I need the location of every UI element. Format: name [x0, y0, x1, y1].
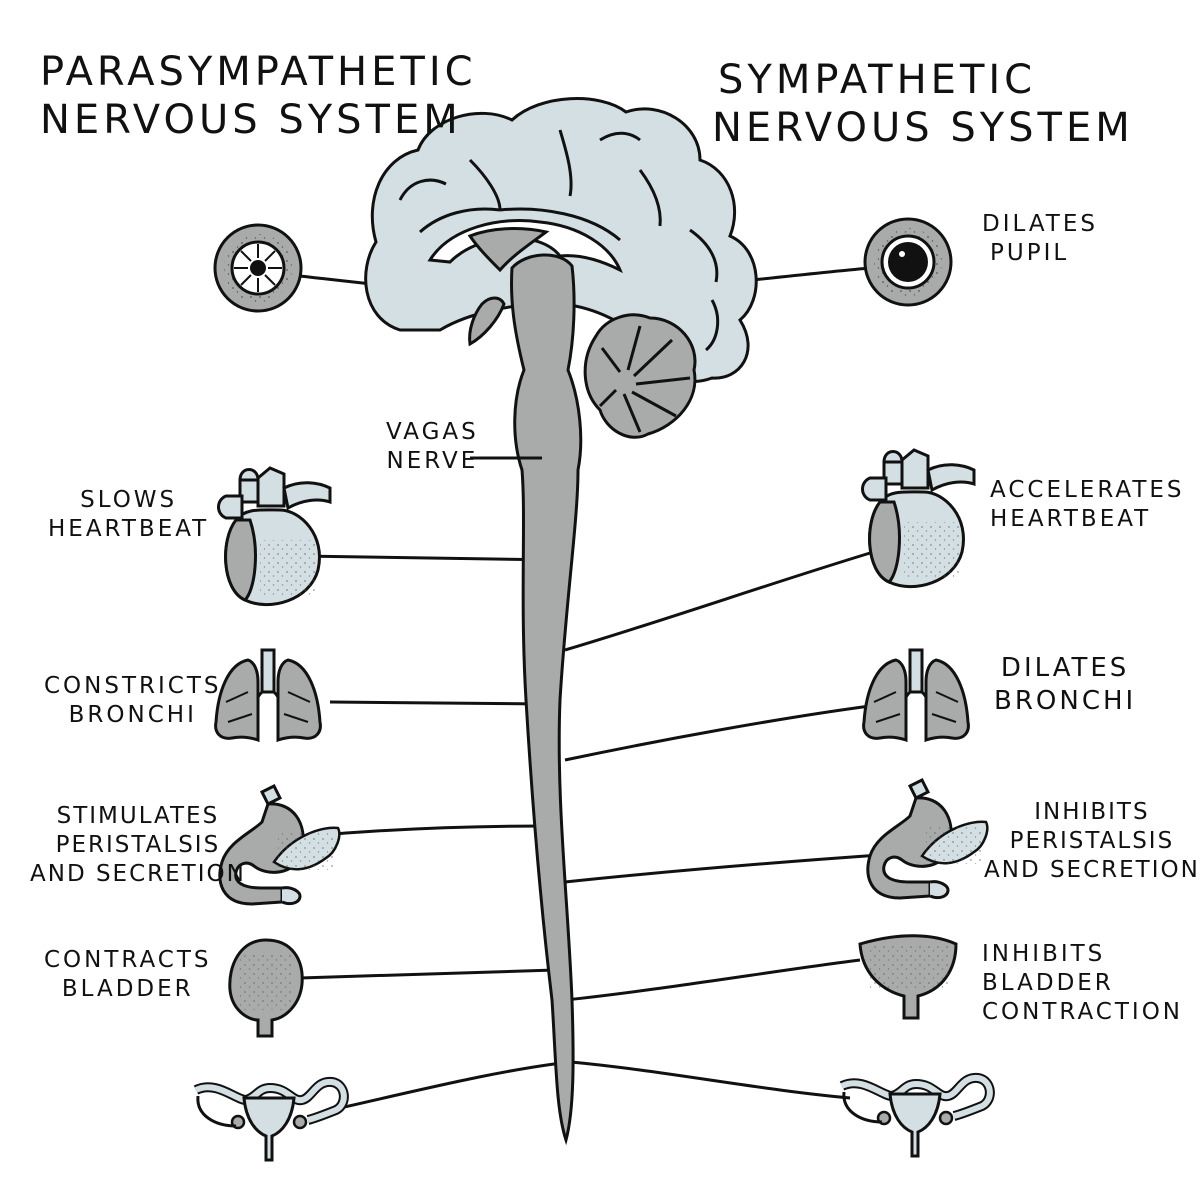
sympathetic-title: SYMPATHETIC NERVOUS SYSTEM: [712, 56, 1134, 152]
eye-dilated-icon: [863, 217, 953, 307]
inhibits-peristalsis-line-1: INHIBITS: [1034, 799, 1150, 825]
dilates-bronchi-label: DILATES BRONCHI: [994, 652, 1136, 717]
parasympathetic-title-line-2: NERVOUS SYSTEM: [40, 97, 462, 143]
accelerates-line-2: HEARTBEAT: [990, 505, 1152, 532]
eye-constricted-icon: [213, 223, 303, 313]
inhibits-peristalsis-label: INHIBITS PERISTALSIS AND SECRETION: [984, 798, 1200, 884]
dilates-bronchi-line-1: DILATES: [1000, 653, 1130, 683]
thalamus: [467, 227, 550, 273]
contracts-line-1: CONTRACTS: [44, 947, 212, 973]
accelerates-heartbeat-label: ACCELERATES HEARTBEAT: [990, 476, 1185, 534]
spinal-cord: [510, 253, 583, 1146]
lungs-right-icon: [862, 648, 970, 742]
vagas-nerve-label: VAGAS NERVE: [386, 418, 479, 476]
inhibits-peristalsis-line-3: AND SECRETION: [984, 856, 1200, 883]
sympathetic-title-line-1: SYMPATHETIC: [718, 57, 1037, 103]
pituitary: [468, 296, 506, 347]
vagas-label-line-2: NERVE: [386, 447, 479, 474]
inhibits-peristalsis-line-2: PERISTALSIS: [1009, 827, 1175, 854]
slows-line-2: HEARTBEAT: [48, 515, 210, 542]
reproductive-right-icon: [839, 1072, 995, 1158]
constricts-line-2: BRONCHI: [68, 701, 197, 728]
slows-heartbeat-label: SLOWS HEARTBEAT: [48, 486, 209, 544]
inhibits-bladder-label: INHIBITS BLADDER CONTRACTION: [982, 940, 1183, 1026]
heart-right-icon: [861, 448, 976, 589]
reproductive-left-icon: [193, 1076, 349, 1162]
contracts-line-2: BLADDER: [61, 975, 194, 1002]
parasympathetic-title-line-1: PARASYMPATHETIC: [40, 49, 477, 95]
constricts-bronchi-label: CONSTRICTS BRONCHI: [44, 672, 222, 730]
slows-line-1: SLOWS: [80, 487, 178, 513]
sympathetic-title-line-2: NERVOUS SYSTEM: [712, 105, 1134, 151]
stimulates-peristalsis-label: STIMULATES PERISTALSIS AND SECRETION: [30, 802, 246, 888]
dilates-bronchi-line-2: BRONCHI: [994, 685, 1137, 716]
contracts-bladder-label: CONTRACTS BLADDER: [44, 946, 212, 1004]
dilates-pupil-line-2: PUPIL: [990, 239, 1070, 266]
accelerates-line-1: ACCELERATES: [990, 477, 1185, 503]
stomach-right-icon: [866, 778, 989, 900]
stimulates-line-1: STIMULATES: [56, 803, 220, 829]
stimulates-line-3: AND SECRETION: [30, 860, 246, 887]
bladder-full-icon: [228, 938, 304, 1038]
lungs-left-icon: [214, 648, 322, 742]
dilates-pupil-label: DILATES PUPIL: [982, 210, 1098, 268]
inhibits-bladder-line-3: CONTRACTION: [982, 998, 1183, 1025]
bladder-relaxed-icon: [858, 934, 958, 1020]
inhibits-bladder-line-2: BLADDER: [982, 969, 1114, 996]
stimulates-line-2: PERISTALSIS: [55, 831, 221, 858]
constricts-line-1: CONSTRICTS: [44, 673, 222, 699]
vagas-label-line-1: VAGAS: [386, 419, 479, 445]
heart-left-icon: [217, 466, 332, 607]
parasympathetic-title: PARASYMPATHETIC NERVOUS SYSTEM: [40, 48, 477, 144]
dilates-pupil-line-1: DILATES: [982, 211, 1098, 237]
inhibits-bladder-line-1: INHIBITS: [982, 941, 1106, 967]
cerebellum: [583, 313, 697, 439]
